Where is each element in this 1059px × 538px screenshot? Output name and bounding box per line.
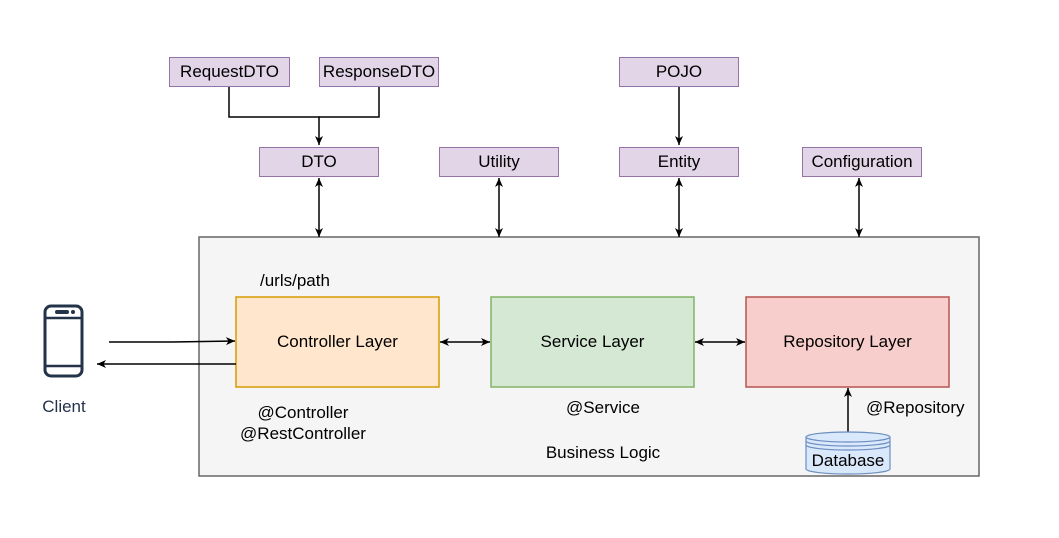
connector-response-to-dto bbox=[319, 87, 380, 118]
dto-box[interactable]: DTO bbox=[259, 147, 379, 177]
service-layer-box[interactable] bbox=[490, 296, 695, 388]
configuration-box[interactable]: Configuration bbox=[802, 147, 922, 177]
url-path-label: /urls/path bbox=[260, 271, 330, 290]
request-dto-box[interactable]: RequestDTO bbox=[169, 57, 290, 87]
controller-layer-label: Controller Layer bbox=[277, 332, 398, 351]
response-dto-box[interactable]: ResponseDTO bbox=[319, 57, 439, 87]
service-annotation-label: @Service bbox=[566, 398, 640, 417]
repository-layer-box[interactable] bbox=[745, 296, 950, 388]
database-cylinder-icon bbox=[805, 431, 891, 475]
controller-annotation-label: @Controller bbox=[257, 403, 349, 422]
utility-box[interactable]: Utility bbox=[439, 147, 559, 177]
connector-client-request bbox=[109, 337, 236, 346]
smartphone-icon bbox=[43, 304, 84, 378]
repository-layer-label: Repository Layer bbox=[783, 332, 912, 351]
client-label: Client bbox=[42, 397, 86, 416]
pojo-box[interactable]: POJO bbox=[619, 57, 739, 87]
business-logic-label: Business Logic bbox=[545, 443, 661, 462]
repository-annotation-label: @Repository bbox=[866, 398, 965, 417]
service-layer-label: Service Layer bbox=[540, 332, 645, 351]
database-label: Database bbox=[811, 451, 885, 470]
connector-request-to-dto bbox=[228, 87, 323, 145]
rest-controller-annotation-label: @RestController bbox=[240, 424, 366, 443]
controller-layer-box[interactable] bbox=[235, 296, 440, 388]
entity-box[interactable]: Entity bbox=[619, 147, 739, 177]
